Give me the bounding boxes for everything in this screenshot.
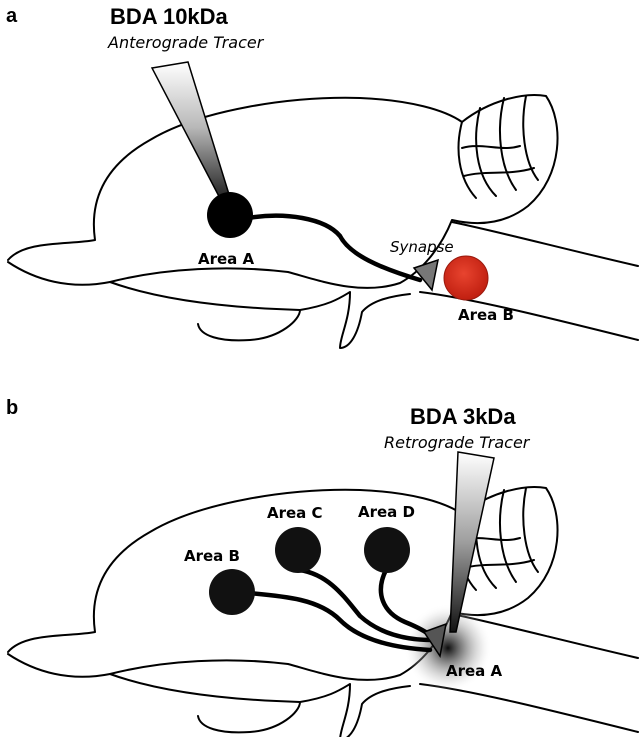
panel-b-area-b-node [209,569,255,615]
panel-b-area-c-label: Area C [267,504,323,522]
panel-b-area-d-label: Area D [358,503,415,521]
panel-a-area-b-node [444,256,488,300]
panel-a-synapse-label: Synapse [390,238,454,256]
panel-b-letter: b [6,397,18,419]
panel-b-brain-outline [8,487,638,737]
panel-b-tracer-subtitle: Retrograde Tracer [384,433,531,452]
panel-b-area-d-node [364,527,410,573]
panel-b-tracer-title: BDA 3kDa [410,404,516,429]
panel-b-ventral-outline [110,674,410,737]
panel-b-area-a-label: Area A [446,662,503,680]
panel-b-area-b-label: Area B [184,547,240,565]
panel-a-letter: a [6,5,18,27]
panel-a-synapse-terminal [414,260,438,290]
panel-a: a BDA 10kDa Anterograde Tracer Area A Ar… [6,4,638,348]
panel-a-area-b-label: Area B [458,306,514,324]
panel-a-area-a-label: Area A [198,250,255,268]
panel-b-area-c-node [275,527,321,573]
panel-b-injection-pipette [450,452,494,632]
panel-a-cerebellum-outline [459,96,538,198]
panel-a-brain-outline [8,95,638,348]
panel-a-area-a-node [207,192,253,238]
panel-b: b BDA 3kDa Retrograde Tracer Area B Area… [6,397,638,737]
panel-a-tracer-title: BDA 10kDa [110,4,229,29]
panel-a-injection-pipette [152,62,232,206]
panel-a-tracer-subtitle: Anterograde Tracer [107,33,265,52]
panel-a-ventral-outline [110,282,410,348]
